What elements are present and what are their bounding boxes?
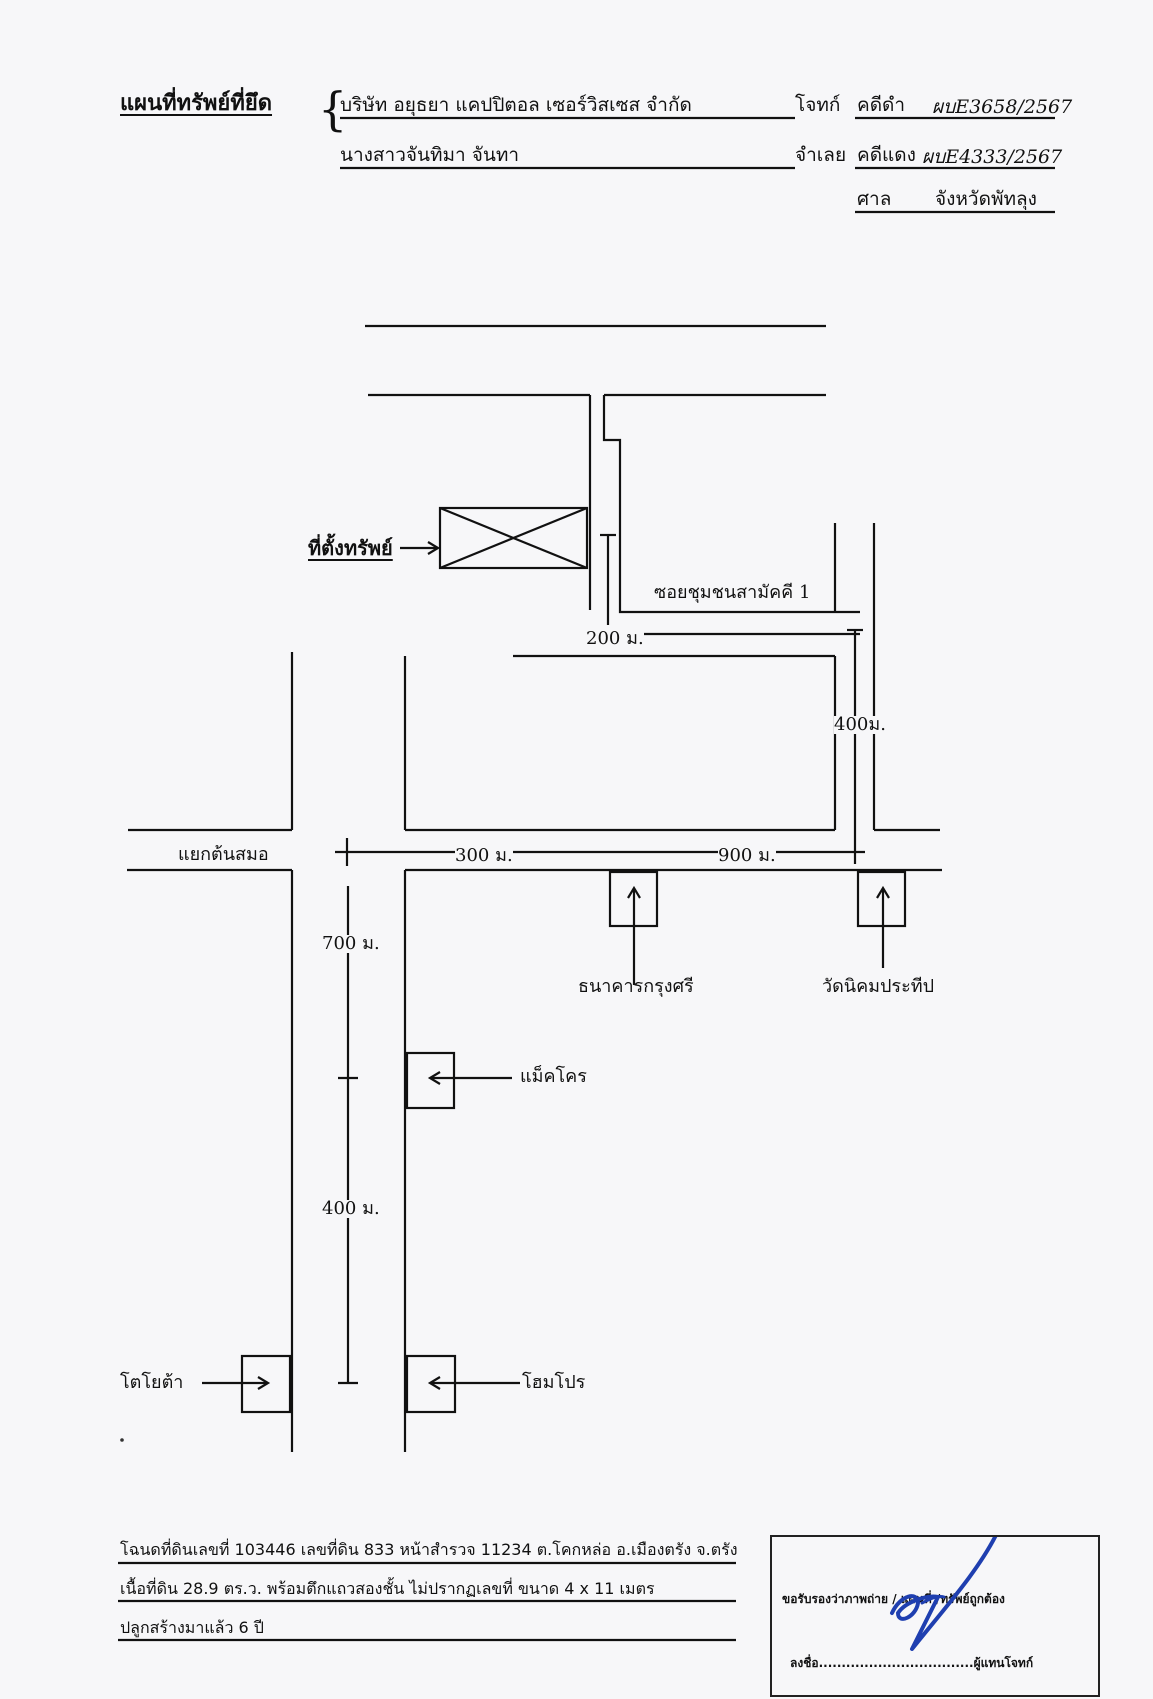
defendant-name: นางสาวจันทิมา จันทา bbox=[340, 144, 520, 166]
bank-label: ธนาคารกรุงศรี bbox=[578, 976, 694, 997]
court-label: ศาล bbox=[857, 188, 892, 210]
junction-label: แยกต้นสมอ bbox=[178, 844, 269, 865]
distance-300-label: 300 ม. bbox=[455, 845, 513, 866]
deed-info-line1: โฉนดที่ดินเลขที่ 103446 เลขที่ดิน 833 หน… bbox=[120, 1540, 738, 1559]
distance-900-label: 900 ม. bbox=[718, 845, 776, 866]
plaintiff-role: โจทก์ bbox=[795, 94, 841, 116]
black-case-label: คดีดำ bbox=[857, 94, 906, 116]
makro-label: แม็คโคร bbox=[520, 1066, 587, 1087]
temple-label: วัดนิคมประทีป bbox=[822, 976, 935, 997]
makro-building bbox=[405, 1051, 456, 1110]
bank-arrow-head bbox=[627, 885, 641, 899]
plaintiff-name: บริษัท อยุธยา แคปปิตอล เซอร์วิสเซส จำกัด bbox=[340, 94, 692, 116]
stray-dot bbox=[120, 1438, 124, 1442]
distance-700-label: 700 ม. bbox=[322, 933, 380, 954]
document-title: แผนที่ทรัพย์ที่ยึด bbox=[120, 90, 273, 116]
defendant-role: จำเลย bbox=[795, 144, 847, 166]
property-location-label: ที่ตั้งทรัพย์ bbox=[308, 536, 393, 560]
signature-prefix: ลงชื่อ bbox=[790, 1656, 819, 1670]
deed-info-line2: เนื้อที่ดิน 28.9 ตร.ว. พร้อมตึกแถวสองชั้… bbox=[120, 1579, 655, 1598]
toyota-label: โตโยต้า bbox=[120, 1372, 184, 1393]
court-name: จังหวัดพัทลุง bbox=[935, 188, 1037, 210]
temple-arrow-head bbox=[876, 885, 890, 899]
makro-arrow-head bbox=[427, 1071, 441, 1085]
header-brace: { bbox=[318, 82, 348, 136]
deed-info-line3: ปลูกสร้างมาแล้ว 6 ปี bbox=[120, 1618, 264, 1637]
signature-role: ผู้แทนโจทก์ bbox=[973, 1656, 1034, 1670]
black-case-number: ผบE3658/2567 bbox=[932, 96, 1073, 118]
red-case-number: ผบE4333/2567 bbox=[922, 146, 1063, 168]
signature-row: ลงชื่อ..................................… bbox=[790, 1657, 1033, 1669]
toyota-arrow-head bbox=[257, 1376, 271, 1390]
handwritten-signature bbox=[890, 1537, 998, 1651]
signature-line: .................................. bbox=[818, 1656, 974, 1670]
property-building bbox=[438, 506, 589, 570]
homepro-label: โฮมโปร bbox=[522, 1372, 586, 1393]
distance-400-bottom-label: 400 ม. bbox=[322, 1198, 380, 1219]
distance-200-label: 200 ม. bbox=[586, 628, 644, 649]
distance-400-top-label: 400ม. bbox=[834, 714, 886, 735]
soi-label: ซอยชุมชนสามัคคี 1 bbox=[654, 582, 811, 603]
property-cross-b bbox=[439, 506, 588, 570]
property-arrow-head bbox=[427, 541, 441, 555]
homepro-arrow-head bbox=[427, 1376, 441, 1390]
temple-building bbox=[856, 870, 907, 928]
red-case-label: คดีแดง bbox=[857, 144, 916, 166]
lane-right-edge bbox=[602, 395, 860, 614]
certification-box: ขอรับรองว่าภาพถ่าย / แผนที่ /ทรัพย์ถูกต้… bbox=[770, 1535, 1100, 1697]
